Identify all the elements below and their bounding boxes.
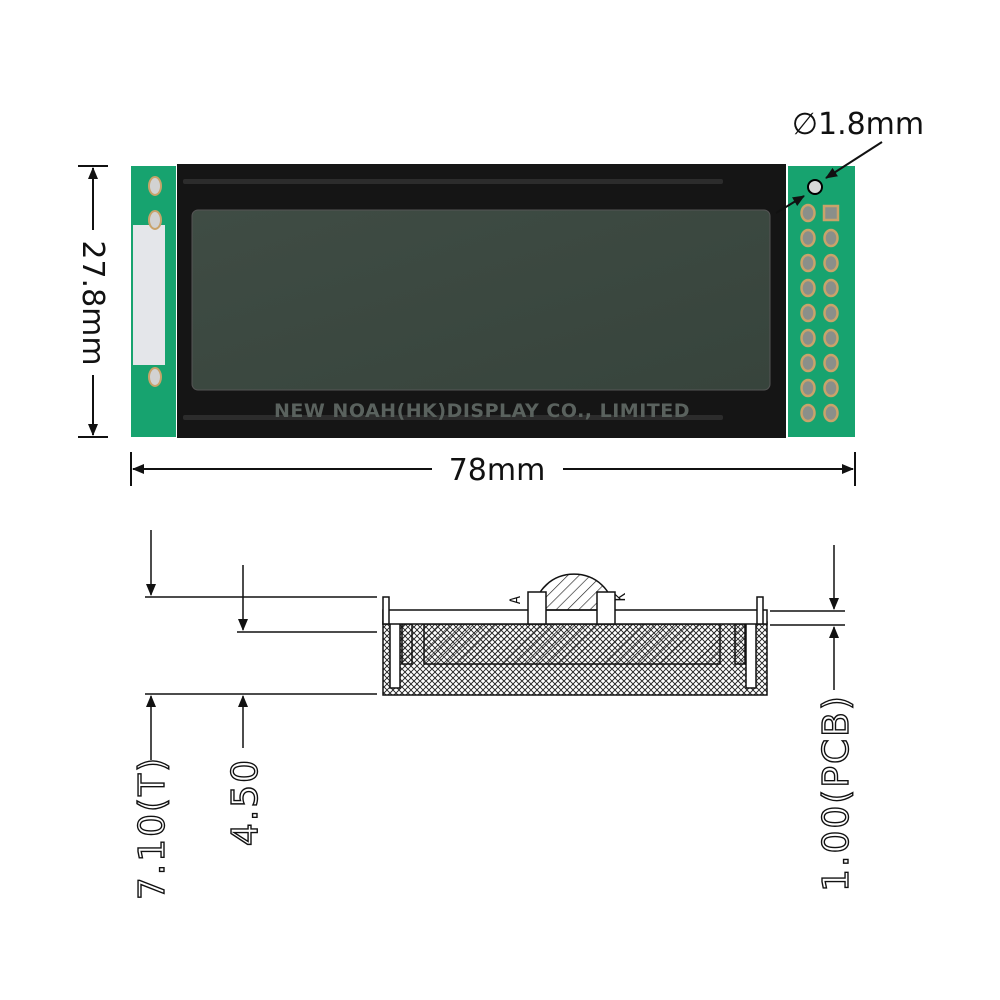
lcd-glass [423,623,721,665]
pin-pad [823,303,839,323]
led-cathode-lead [596,591,616,625]
pcb-thickness-label: 1.00(PCB) [816,694,857,892]
hole-dimension: ∅1.8mm [775,107,924,214]
hole-label: ∅1.8mm [792,107,924,142]
watermark: NEW NOAH(HK)DISPLAY CO., LIMITED [274,400,690,422]
pin-pad [800,353,816,373]
backlight-film [133,225,165,365]
pin-pad [800,228,816,248]
pin-pad [823,278,839,298]
right-zebra [734,623,746,665]
pin-pad [800,278,816,298]
right-post [745,621,757,689]
pcb-board [382,609,768,625]
anode-label: A [508,595,524,604]
pin-pad [800,253,816,273]
width-dimension: 78mm [130,452,856,488]
pin-pad [823,353,839,373]
pin-pad [823,328,839,348]
lcd-viewing-area [191,209,771,391]
height-dimension: 27.8mm [75,165,110,438]
pin-pad [823,403,839,423]
cathode-label: K [613,592,629,601]
module-thickness-label: 4.50 [225,758,266,846]
pcb-end-left [382,596,390,625]
pin-pad [800,303,816,323]
pin-pad [800,203,816,223]
bezel-groove-bottom [183,415,723,420]
right-pcb [788,166,855,437]
side-dimension-lines [145,530,845,760]
led-anode-lead [527,591,547,625]
total-thickness-label: 7.10(T) [132,756,173,900]
lcd-side-view [382,573,768,696]
pin-header [800,203,840,423]
lcd-top-view: NEW NOAH(HK)DISPLAY CO., LIMITED [131,164,855,438]
mounting-pad [148,210,162,230]
height-label: 27.8mm [75,240,110,365]
mounting-pad [148,176,162,196]
pin-pad [823,253,839,273]
mounting-hole [807,179,823,195]
pin-pad [800,403,816,423]
left-post [389,621,401,689]
pin-pad [823,378,839,398]
pcb-end-right [756,596,764,625]
bezel-groove-top [183,179,723,184]
mounting-pad [148,367,162,387]
pin-pad [822,204,840,222]
pin-pad [800,378,816,398]
pin-pad [800,328,816,348]
pin-pad [823,228,839,248]
left-zebra [401,623,413,665]
width-label: 78mm [449,453,546,488]
